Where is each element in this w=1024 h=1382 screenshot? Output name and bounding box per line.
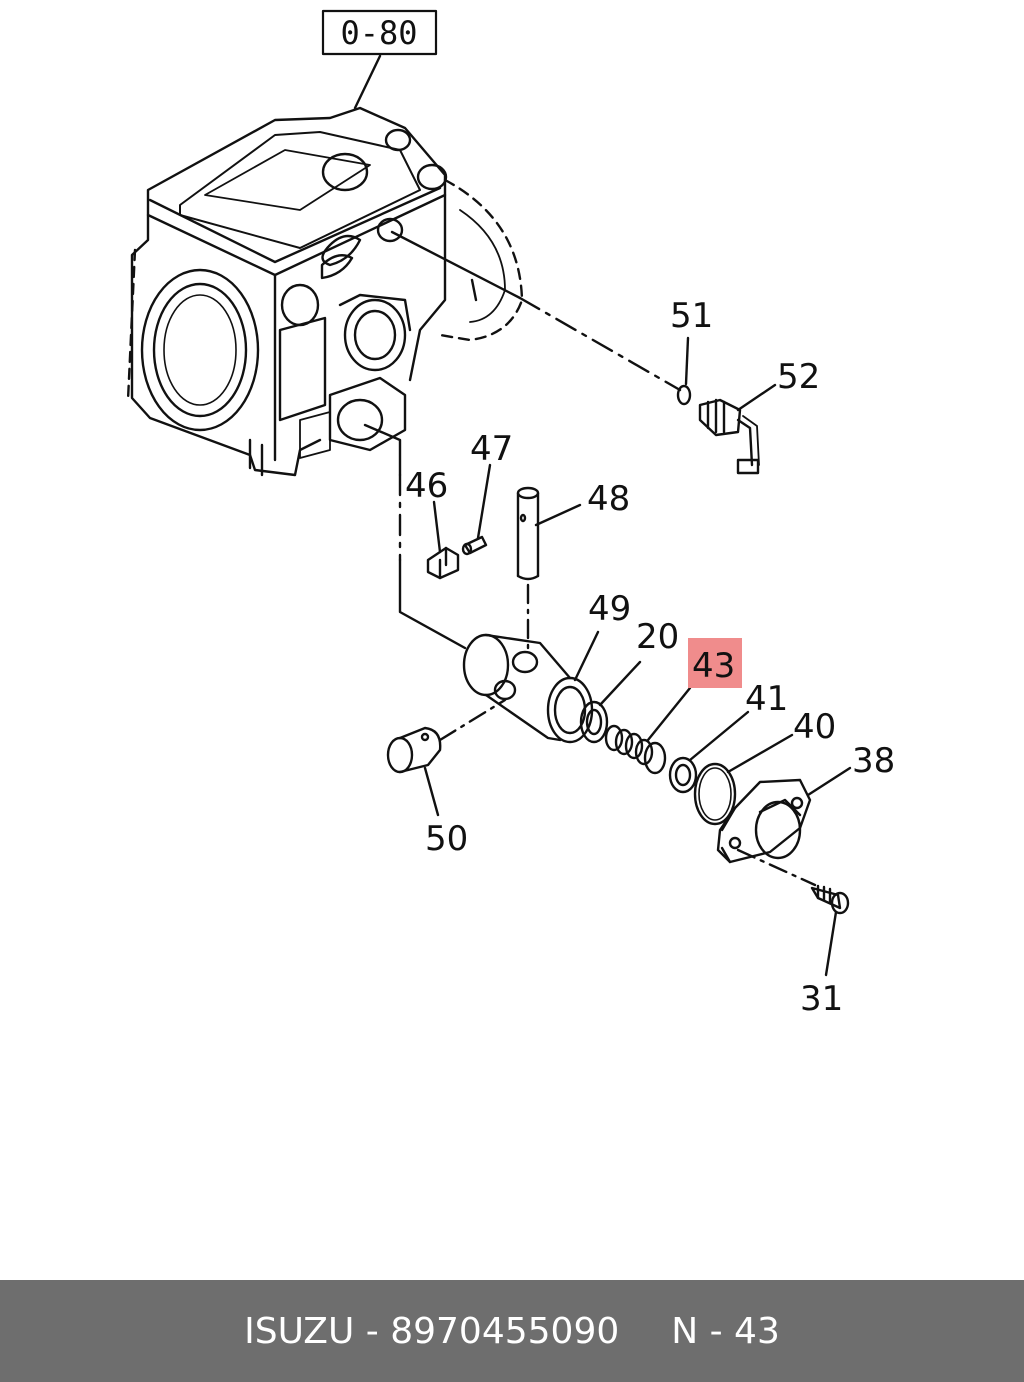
- leader-51: [684, 336, 690, 386]
- callout-50[interactable]: 50: [425, 819, 468, 859]
- part-info-footer: ISUZU - 8970455090 N - 43: [0, 1280, 1024, 1382]
- leader-38: [806, 766, 852, 797]
- leader-47: [476, 463, 492, 540]
- brand-name: ISUZU: [244, 1310, 355, 1352]
- exploded-parts-diagram: 0-80 51 52 47 46 48 49 20 43 41 40 38 50…: [126, 9, 895, 1019]
- leader-49: [573, 630, 600, 682]
- leader-20: [598, 660, 642, 707]
- part-49-sleeve: [462, 633, 594, 744]
- leader-40: [726, 733, 794, 774]
- leader-41: [688, 710, 750, 762]
- callout-51[interactable]: 51: [670, 296, 713, 336]
- callout-20[interactable]: 20: [636, 617, 679, 657]
- part-number: 8970455090: [390, 1310, 620, 1352]
- screw-axis: [736, 848, 817, 887]
- pump-housing: [126, 106, 524, 477]
- part-52-sensor: [698, 398, 760, 475]
- callout-49[interactable]: 49: [588, 589, 631, 629]
- position-label: N - 43: [671, 1310, 780, 1352]
- callout-43[interactable]: 43: [692, 646, 735, 686]
- part-47-pin: [461, 535, 488, 556]
- part-38-cover: [716, 778, 812, 864]
- part-46-bracket: [426, 546, 460, 580]
- plug-axis: [438, 698, 507, 742]
- part-43-spring: [604, 724, 667, 775]
- reference-leader: [353, 54, 382, 110]
- part-31-screw: [810, 884, 850, 915]
- part-50-plug: [386, 726, 442, 774]
- callout-31[interactable]: 31: [800, 979, 843, 1019]
- callout-38[interactable]: 38: [852, 741, 895, 781]
- leader-52: [736, 383, 777, 412]
- callout-46[interactable]: 46: [405, 466, 448, 506]
- footer-separator: -: [354, 1310, 391, 1352]
- part-48-rod: [516, 486, 540, 581]
- leader-48: [534, 503, 582, 527]
- leader-housing-shaft: [363, 423, 402, 477]
- callout-40[interactable]: 40: [793, 707, 836, 747]
- leader-housing-shaft-lower: [398, 558, 467, 650]
- highlight-box: [688, 638, 742, 688]
- leader-housing-51: [390, 230, 522, 300]
- part-51-o-ring: [676, 384, 692, 406]
- part-41-washer: [668, 756, 698, 794]
- part-40-o-ring: [693, 762, 737, 826]
- reference-label: 0-80: [340, 14, 417, 52]
- leader-50: [423, 766, 440, 817]
- part-20-washer: [579, 700, 609, 744]
- leader-43: [646, 686, 692, 742]
- leader-46: [432, 500, 442, 554]
- reference-box: [321, 9, 438, 56]
- callout-52[interactable]: 52: [777, 357, 820, 397]
- callout-41[interactable]: 41: [745, 679, 788, 719]
- leader-housing-51-dashed: [518, 296, 682, 392]
- leader-31: [824, 910, 838, 977]
- callout-48[interactable]: 48: [587, 479, 630, 519]
- callout-47[interactable]: 47: [470, 429, 513, 469]
